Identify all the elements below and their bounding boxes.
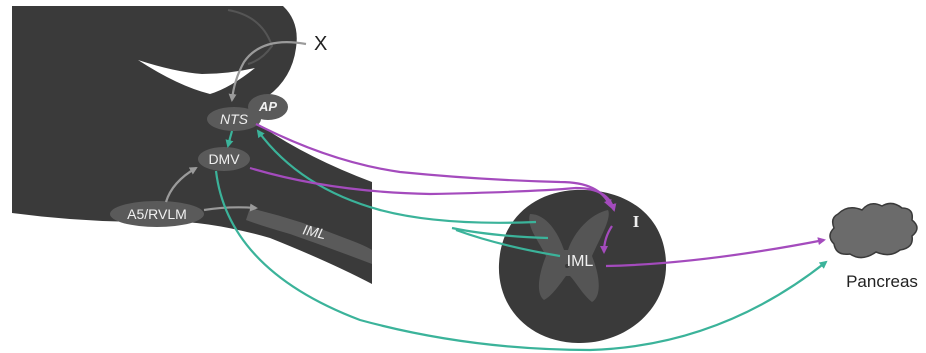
spinal-branch-1	[451, 226, 549, 240]
cord-gray-matter	[529, 210, 609, 302]
label-a5-rvlm: A5/RVLM	[127, 206, 187, 222]
spinal-ascending-to-nts	[256, 129, 537, 224]
label-nts: NTS	[220, 111, 249, 127]
spinal-branch-2	[455, 228, 561, 258]
vagal-afferent-arrow	[228, 41, 307, 102]
brainstem-silhouette	[12, 6, 372, 284]
brainstem-section	[12, 6, 372, 284]
label-iml-brainstem: IML	[301, 221, 327, 242]
a5-rvlm-nucleus	[110, 201, 204, 227]
dmv-to-lamina-i	[249, 166, 617, 212]
ap-nucleus	[248, 94, 288, 120]
brainstem-iml-column	[246, 208, 372, 264]
dmv-to-pancreas	[214, 170, 828, 352]
central-canal	[565, 264, 569, 268]
pancreas-shape	[829, 202, 918, 259]
lamina-i-to-iml	[600, 225, 613, 254]
iml-to-pancreas	[605, 237, 826, 268]
spinal-cord-section	[498, 189, 667, 344]
a5-to-dmv-arrow	[164, 166, 198, 203]
label-iml-cord: IML	[567, 253, 594, 270]
label-dmv: DMV	[208, 151, 240, 167]
label-ap: AP	[258, 99, 277, 114]
label-lamina-i: I	[633, 212, 640, 231]
dmv-nucleus	[198, 147, 250, 171]
nts-to-dmv-arrow	[225, 130, 234, 148]
a5-to-iml-arrow	[203, 203, 258, 212]
nts-to-lamina-i	[255, 123, 612, 208]
nts-nucleus	[207, 107, 261, 131]
cerebellum-fold	[227, 9, 274, 65]
label-x: X	[314, 33, 327, 55]
ventricle-cleft	[138, 60, 255, 94]
label-pancreas: Pancreas	[846, 272, 918, 291]
